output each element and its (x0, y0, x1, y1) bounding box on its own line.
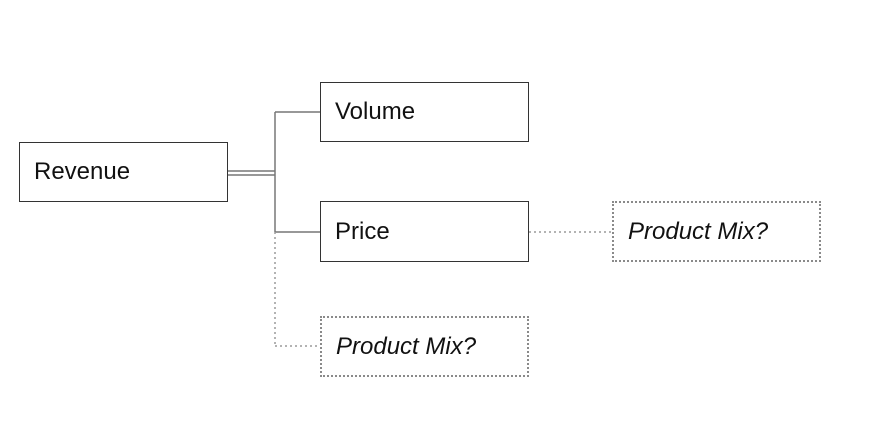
node-product-mix-price: Product Mix? (612, 201, 821, 262)
node-label: Price (335, 217, 390, 245)
node-product-mix-revenue: Product Mix? (320, 316, 529, 377)
node-label: Product Mix? (628, 217, 769, 245)
node-label: Volume (335, 98, 416, 125)
node-revenue: Revenue (19, 142, 228, 202)
node-volume: Volume (320, 82, 529, 142)
node-label: Revenue (34, 158, 131, 185)
node-price: Price (320, 201, 529, 262)
node-label: Product Mix? (336, 332, 477, 360)
